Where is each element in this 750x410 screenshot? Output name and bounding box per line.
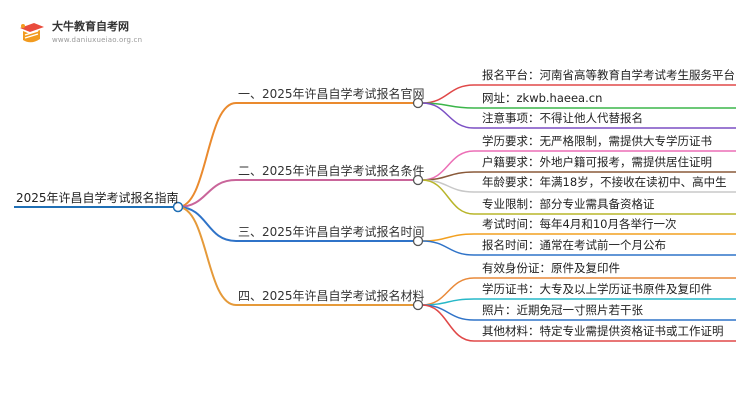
root-label: 2025年许昌自学考试报名指南 bbox=[16, 191, 179, 205]
branch-label-1: 一、2025年许昌自学考试报名官网 bbox=[238, 87, 425, 101]
leaf-label: 专业限制：部分专业需具备资格证 bbox=[482, 197, 655, 211]
logo-subtitle: www.daniuxueiao.org.cn bbox=[52, 36, 143, 44]
leaf-connector bbox=[421, 298, 475, 306]
leaf-connector bbox=[421, 240, 475, 256]
leaf-label: 考试时间：每年4月和10月各举行一次 bbox=[482, 217, 677, 231]
leaf-label: 网址：zkwb.haeea.cn bbox=[482, 91, 603, 105]
branch-label-3: 三、2025年许昌自学考试报名时间 bbox=[238, 225, 425, 239]
leaf-label: 户籍要求：外地户籍可报考，需提供居住证明 bbox=[482, 155, 712, 169]
leaf-label: 年龄要求：年满18岁，不接收在读初中、高中生 bbox=[482, 175, 727, 189]
leaf-label: 报名时间：通常在考试前一个月公布 bbox=[482, 238, 666, 252]
leaf-connector bbox=[421, 277, 475, 306]
branch-node bbox=[412, 299, 424, 311]
branch-node bbox=[412, 97, 424, 109]
branch-node bbox=[412, 174, 424, 186]
leaf-connector bbox=[421, 233, 475, 242]
leaf-connector bbox=[421, 84, 475, 104]
leaf-label: 其他材料：特定专业需提供资格证书或工作证明 bbox=[482, 324, 724, 338]
leaf-label: 报名平台：河南省高等教育自学考试考生服务平台 bbox=[482, 68, 735, 82]
branch-connector bbox=[177, 102, 237, 208]
leaf-connector bbox=[421, 304, 475, 321]
leaf-label: 学历要求：无严格限制，需提供大专学历证书 bbox=[482, 134, 712, 148]
site-logo: 大牛教育自考网 www.daniuxueiao.org.cn bbox=[14, 14, 194, 54]
branch-label-2: 二、2025年许昌自学考试报名条件 bbox=[238, 164, 425, 178]
logo-title: 大牛教育自考网 bbox=[52, 20, 129, 33]
leaf-label: 注意事项：不得让他人代替报名 bbox=[482, 111, 643, 125]
graduation-book-icon bbox=[20, 23, 44, 43]
leaf-label: 有效身份证：原件及复印件 bbox=[482, 261, 620, 275]
root-node bbox=[172, 201, 184, 213]
branch-node bbox=[412, 235, 424, 247]
leaf-connector bbox=[421, 102, 475, 129]
branch-label-4: 四、2025年许昌自学考试报名材料 bbox=[238, 289, 425, 303]
leaf-connector bbox=[421, 304, 475, 342]
leaf-label: 学历证书：大专及以上学历证书原件及复印件 bbox=[482, 282, 712, 296]
leaf-label: 照片：近期免冠一寸照片若干张 bbox=[482, 303, 643, 317]
branch-connector bbox=[177, 206, 237, 242]
leaf-connector bbox=[421, 179, 475, 215]
branch-connector bbox=[177, 179, 237, 208]
branch-connector bbox=[177, 206, 237, 306]
